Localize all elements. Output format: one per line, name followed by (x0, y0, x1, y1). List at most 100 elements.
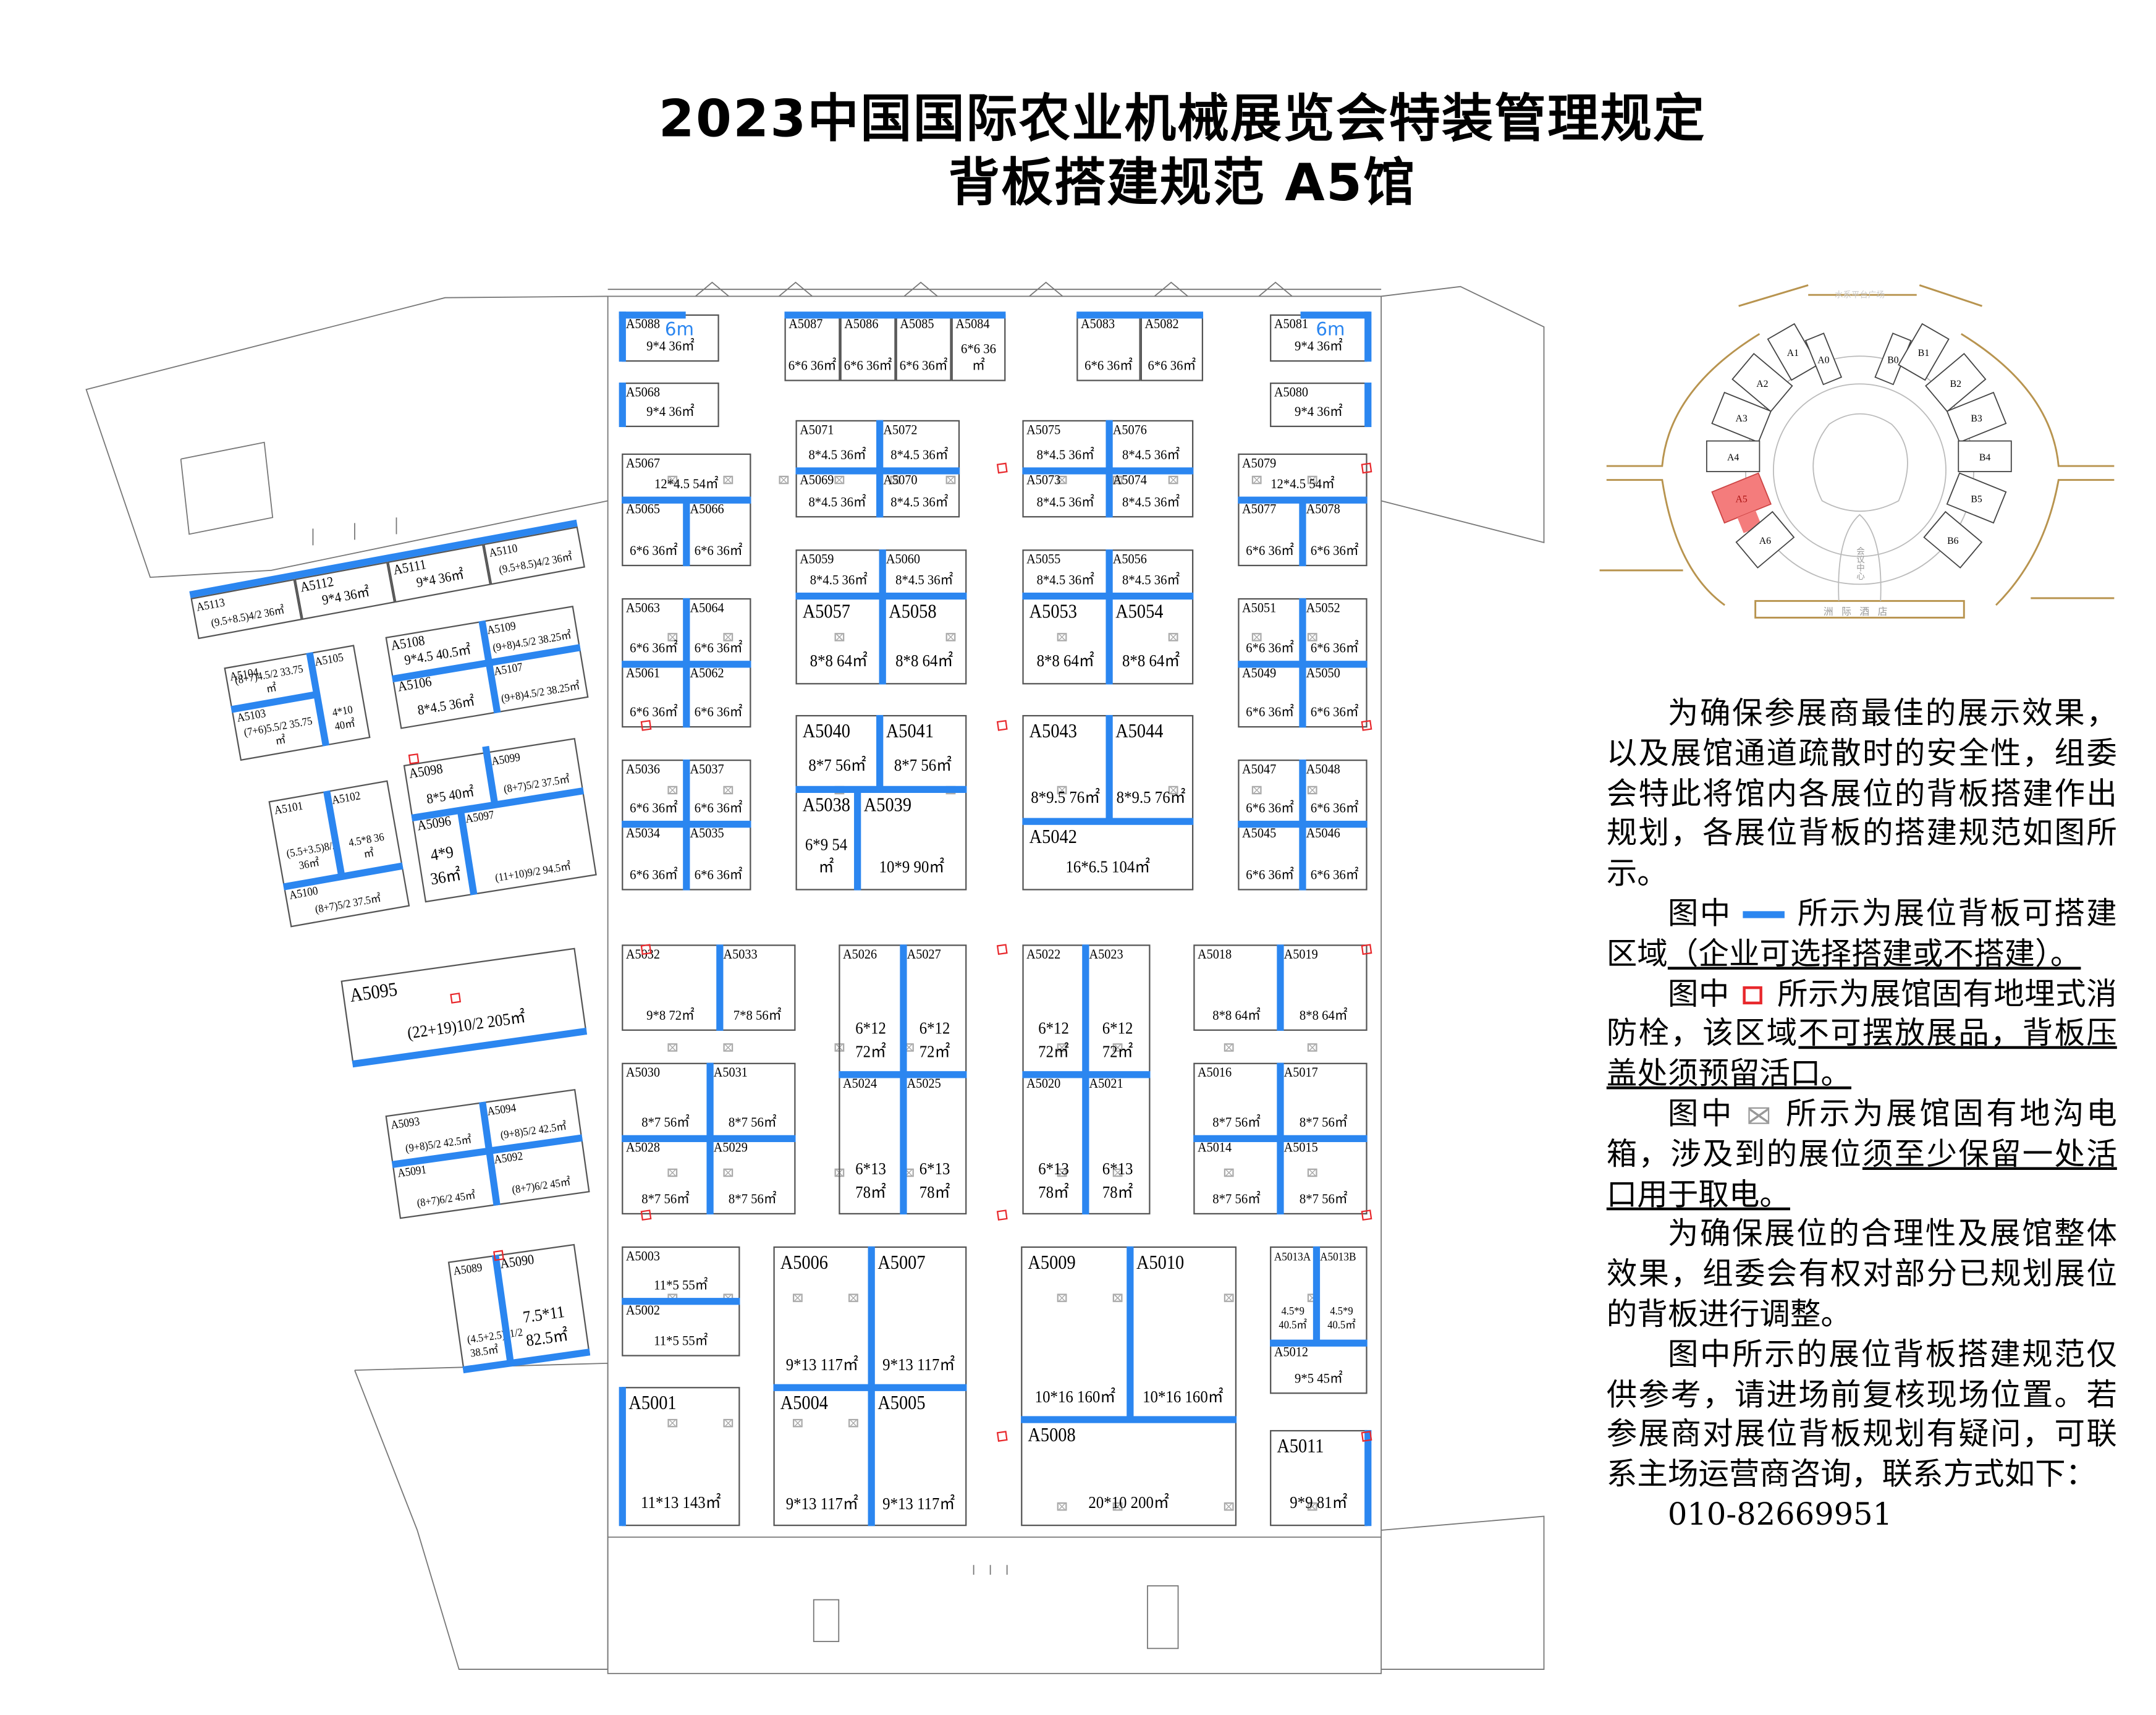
electric-box-icon (1307, 475, 1317, 485)
booth-number: A5072 (883, 423, 918, 439)
booth-size: 8*7 56㎡ (728, 1116, 777, 1131)
booth-size: 7.5*11 82.5㎡ (522, 1302, 570, 1350)
booth-size: 8*9.5 76㎡ (1031, 787, 1101, 807)
backboard-zone (1364, 382, 1372, 428)
electric-box-icon (1224, 1168, 1234, 1177)
legend-prefix: 图中 (1667, 1097, 1735, 1133)
electric-box-icon (1307, 786, 1317, 795)
booth-size: 8*7 56㎡ (808, 755, 866, 775)
electric-box-icon (723, 1168, 733, 1177)
booth-size: 6*6 36㎡ (694, 705, 743, 721)
booth-number: A5040 (802, 722, 851, 743)
reference-paragraph: 图中所示的展位背板搭建规范仅供参考，请进场前复核现场位置。若参展商对展位背板规划… (1606, 1337, 2117, 1493)
booth-size: 6*6 36㎡ (1084, 358, 1133, 375)
electric-box-icon (890, 475, 900, 485)
booth-number: A5054 (1115, 602, 1164, 624)
booth-number: A5060 (886, 552, 920, 568)
booth-size: 6*6 36㎡ (1246, 868, 1294, 884)
electric-box-icon (834, 633, 845, 642)
backboard-zone (1082, 944, 1089, 1215)
booth-number: A5048 (1306, 762, 1340, 778)
backboard-zone (622, 1298, 740, 1305)
legend-underline: 须至少保留一处活口用于取电。 (1606, 1137, 2117, 1213)
booth-number: A5027 (907, 947, 941, 963)
booth-size: 8*7 56㎡ (1212, 1116, 1261, 1131)
booth-number: A5058 (889, 602, 937, 624)
intro-paragraph: 为确保参展商最佳的展示效果，以及展馆通道疏散时的安全性，组委会特此将馆内各展位的… (1606, 697, 2117, 892)
booth-number: A5023 (1089, 947, 1123, 963)
svg-text:B2: B2 (1950, 379, 1961, 389)
fire-hydrant-icon (493, 1250, 504, 1261)
booth-number: A5113 (195, 595, 226, 614)
electric-box-icon (1251, 786, 1262, 795)
electric-box-icon (1307, 1502, 1317, 1511)
booth-number: A5036 (625, 762, 661, 778)
backboard-zone (683, 598, 690, 728)
booth-size: 8*9.5 76㎡ (1116, 787, 1186, 807)
page-subtitle: 背板搭建规范 A5馆 (948, 153, 1416, 213)
booth-size: 8*8 64㎡ (1036, 651, 1094, 671)
booth-size: 8*4.5 36㎡ (1036, 573, 1094, 589)
booth-size: 6*13 78㎡ (855, 1158, 886, 1202)
backboard-zone (1299, 499, 1306, 567)
booth-size: 9*4 36㎡ (646, 405, 695, 420)
electric-box-icon (723, 1418, 733, 1428)
booth-number: A5064 (690, 601, 724, 617)
booth-number: A5050 (1306, 666, 1340, 682)
electric-box-icon (1307, 1043, 1317, 1052)
electric-box-icon (945, 475, 956, 485)
booth-number: A5011 (1277, 1437, 1324, 1458)
backboard-zone (1021, 1416, 1237, 1423)
electric-box-icon (1057, 633, 1067, 642)
booth-number: A5052 (1306, 601, 1340, 617)
booth-size: 6*6 36㎡ (630, 801, 678, 817)
booth-size: 8*4.5 36㎡ (890, 495, 949, 511)
electric-box-icon (1057, 1294, 1067, 1302)
booth-size: 8*7 56㎡ (894, 755, 952, 775)
backboard-zone (795, 786, 967, 794)
booth-number: A5020 (1026, 1077, 1061, 1092)
backboard-zone (1270, 1339, 1368, 1347)
hall-A2: A2 (1731, 352, 1793, 413)
booth-number: A5009 (1028, 1253, 1076, 1274)
dimension-label-6m-right: 6m (1316, 320, 1345, 341)
booth-size: 10*9 90㎡ (879, 857, 945, 877)
booth-number: A5102 (330, 788, 362, 807)
legend-hydrant: 图中所示为展馆固有地埋式消防栓，该区域不可摆放展品，背板压盖处须预留活口。 (1607, 976, 2117, 1096)
fire-hydrant-icon (1361, 1431, 1372, 1442)
booth-number: A5110 (488, 540, 519, 560)
backboard-zone (706, 1062, 714, 1215)
electric-box-icon (667, 1418, 678, 1428)
booth-size: 6*6 36㎡ (961, 342, 996, 375)
backboard-zone (1022, 818, 1194, 825)
electric-box-icon (1112, 1043, 1123, 1052)
hall-A4: A4 (1706, 440, 1761, 472)
booth-number: A5022 (1026, 947, 1061, 963)
booth-size: 6*6 36㎡ (1310, 705, 1359, 721)
booth-size: 6*6 36㎡ (1310, 641, 1359, 657)
electric-box-icon (667, 1043, 678, 1052)
booth-number: A5068 (625, 385, 661, 401)
backboard-zone (1299, 759, 1306, 891)
booth-size: 6*6 36㎡ (630, 705, 678, 721)
booth-size: 12*4.5 54㎡ (1270, 477, 1335, 493)
backboard-zone (1300, 311, 1371, 319)
booth-size: 8*4.5 36㎡ (808, 447, 866, 464)
